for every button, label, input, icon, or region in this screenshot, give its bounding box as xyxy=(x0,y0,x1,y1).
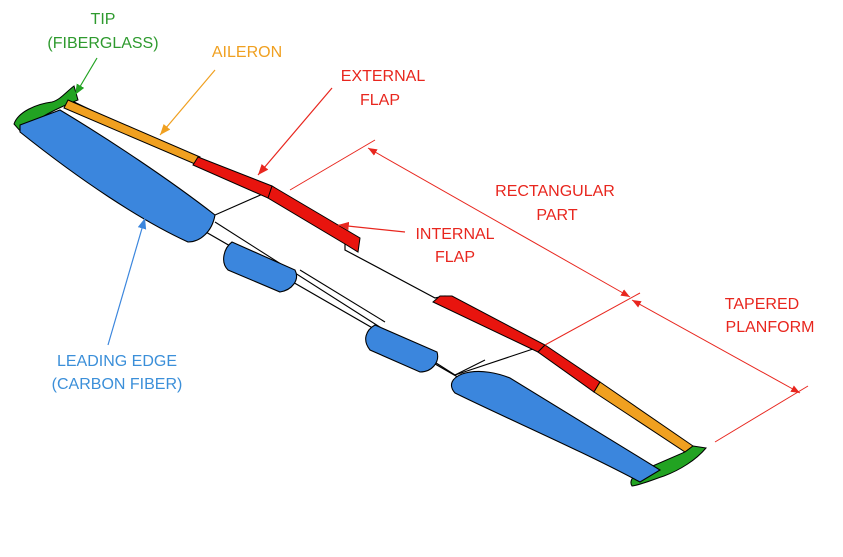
leading-edge-label-line2: (CARBON FIBER) xyxy=(52,376,183,393)
external-flap-label-line1: EXTERNAL xyxy=(341,68,426,85)
internal-flap-leader xyxy=(337,221,406,233)
tapered-planform-dimension xyxy=(631,299,801,394)
internal-flap-label-line1: INTERNAL xyxy=(415,226,494,243)
rectangular-part-label-line2: PART xyxy=(536,207,577,224)
tapered-planform-label-line1: TAPERED xyxy=(725,296,799,313)
dimension-lines xyxy=(289,139,809,443)
internal-flap-label-line2: FLAP xyxy=(435,249,475,266)
aileron-label: AILERON xyxy=(212,44,282,61)
external-flap-leader xyxy=(257,87,333,176)
leading-edge-pod-2 xyxy=(365,324,439,373)
tip-leader xyxy=(74,57,98,96)
aileron-leader xyxy=(159,69,216,136)
tapered-planform-ext-2 xyxy=(714,385,809,443)
external-flap-label-line2: FLAP xyxy=(360,92,400,109)
tip-label-line1: TIP xyxy=(91,11,116,28)
leading-edge-pod-1 xyxy=(223,241,298,293)
leading-edge-left xyxy=(19,109,216,243)
tapered-planform-label-line2: PLANFORM xyxy=(726,319,815,336)
rectangular-part-dimension xyxy=(367,147,631,298)
rectangular-part-ext-1 xyxy=(289,139,376,191)
leading-edge-right xyxy=(450,370,662,483)
rectangular-part-label-line1: RECTANGULAR xyxy=(495,183,615,200)
leading-edge-leader xyxy=(107,217,147,346)
tip-label-line2: (FIBERGLASS) xyxy=(47,35,158,52)
leading-edge-label-line1: LEADING EDGE xyxy=(57,353,177,370)
rectangular-part-ext-2 xyxy=(544,292,641,346)
